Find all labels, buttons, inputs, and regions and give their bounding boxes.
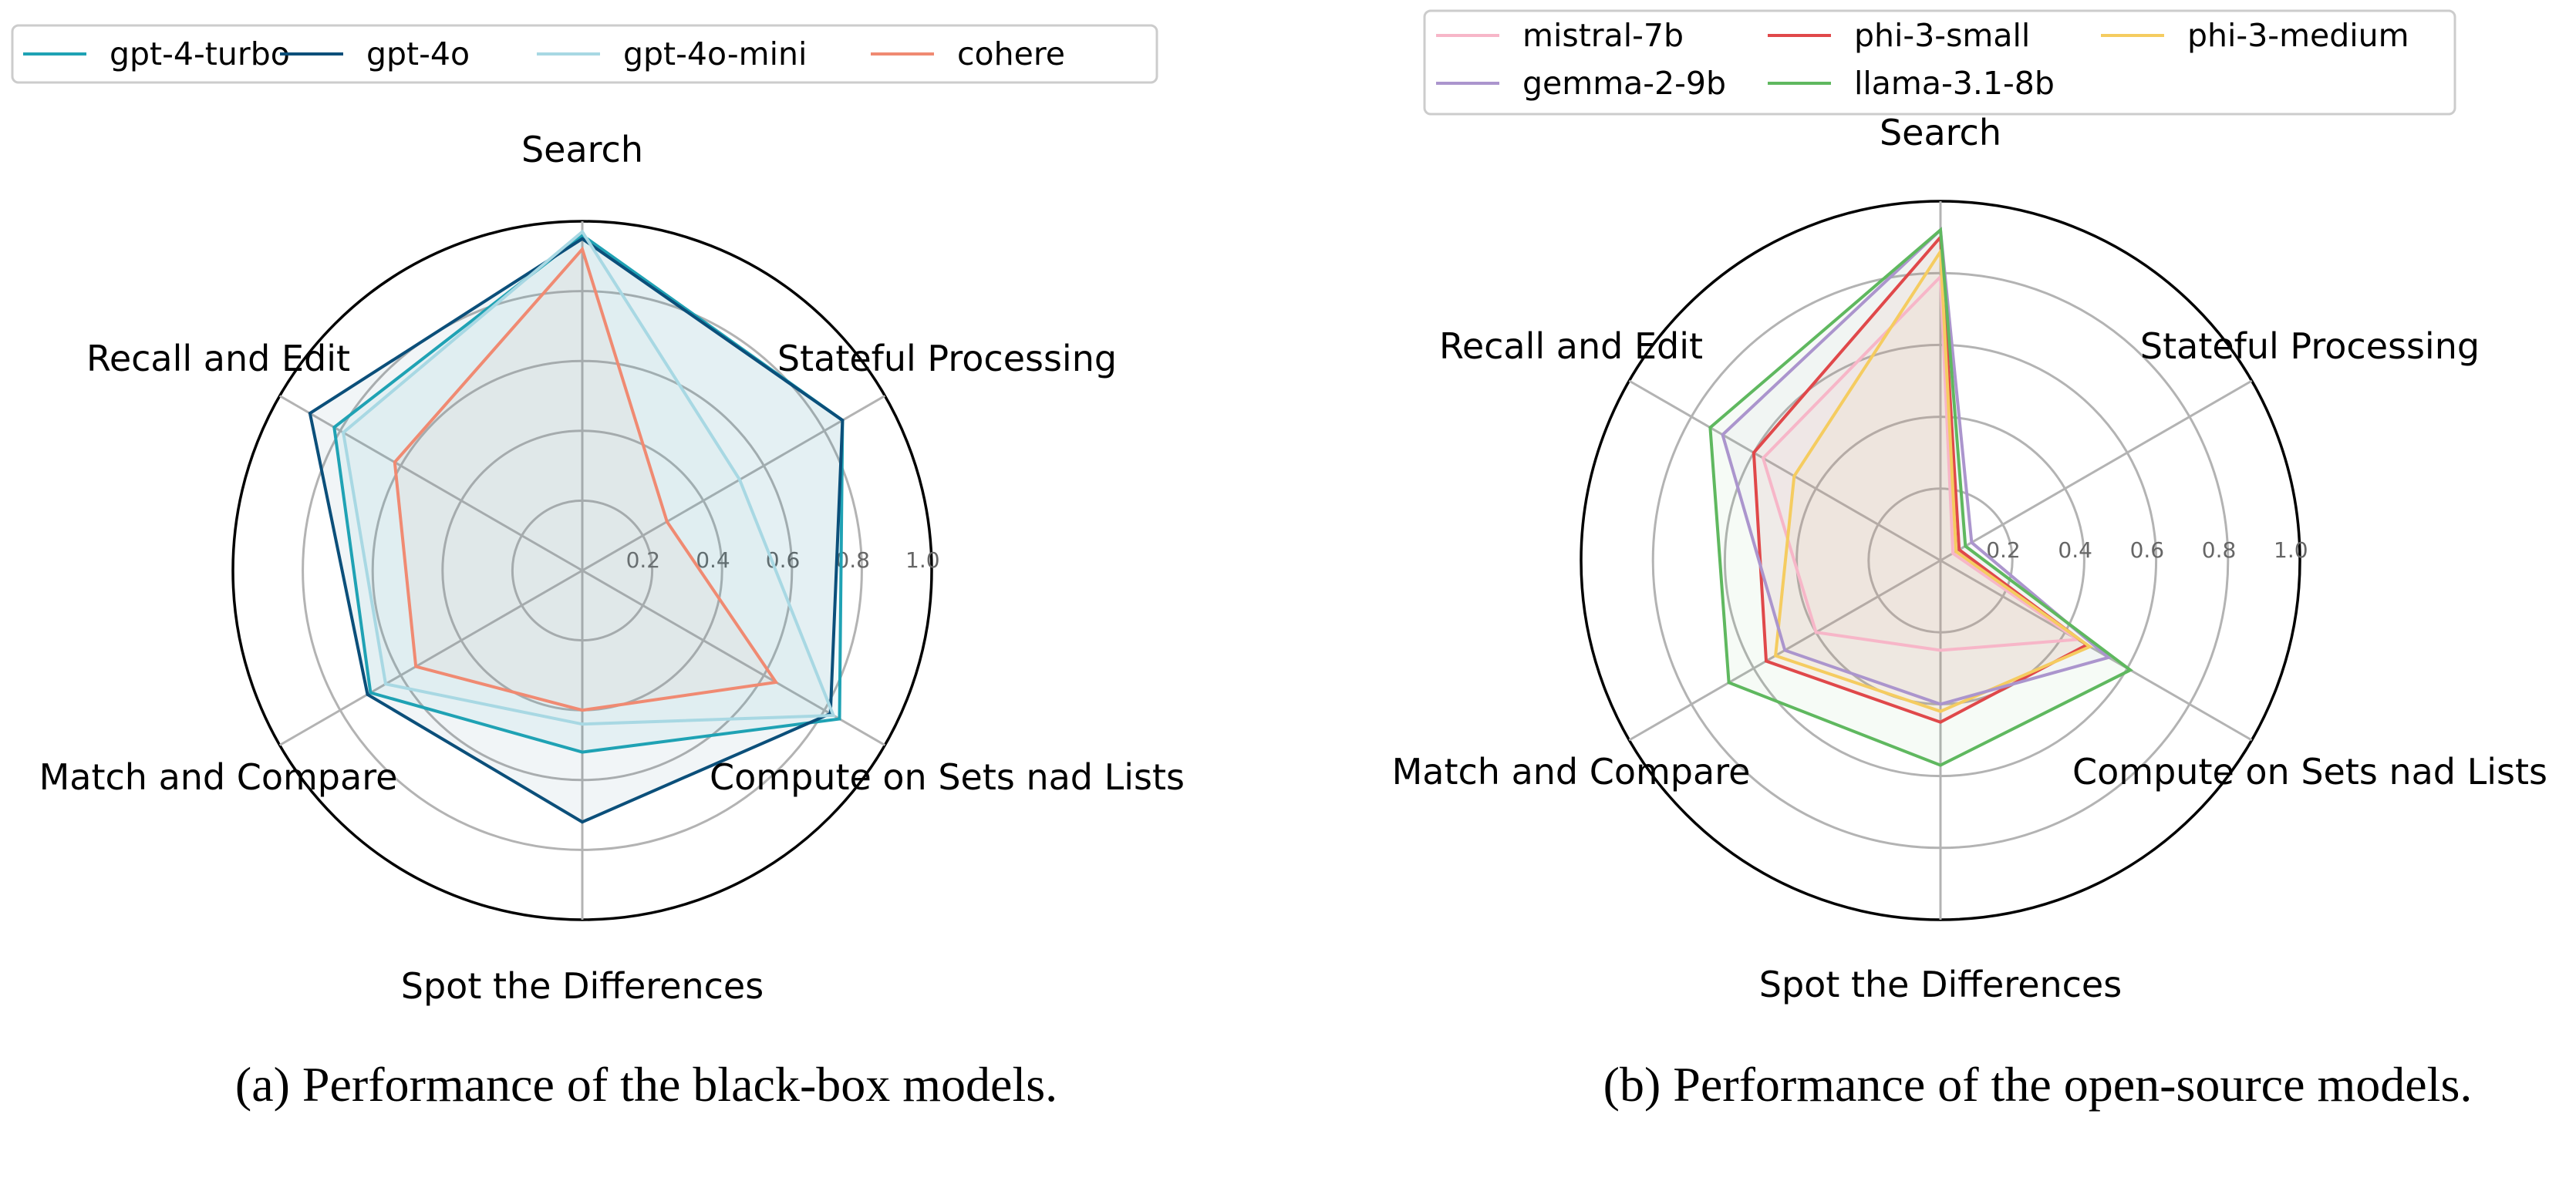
series-fill-mistral-7b bbox=[1763, 276, 2078, 651]
series-fill-gemma-2-9b bbox=[1722, 230, 2109, 705]
series-fill-gpt-4-turbo bbox=[334, 235, 843, 752]
r-tick-label: 0.4 bbox=[2058, 537, 2092, 563]
series-fill-gpt-4o-mini bbox=[343, 231, 834, 725]
axis-label-match-and-compare: Match and Compare bbox=[39, 756, 398, 798]
legend-label-llama-3-1-8b: llama-3.1-8b bbox=[1854, 65, 2055, 102]
radar-chart-black-box: gpt-4-turbo gpt-4o gpt-4o-mini cohere 0.2 0.… bbox=[11, 24, 1185, 1112]
spoke-recall-and-edit bbox=[1628, 379, 1941, 562]
legend-label-gpt-4o-mini: gpt-4o-mini bbox=[623, 35, 807, 72]
legend-label-phi-3-small: phi-3-small bbox=[1854, 17, 2030, 54]
spoke-match-and-compare bbox=[278, 569, 583, 746]
series-line-gpt-4o bbox=[308, 237, 845, 824]
legend-open-source bbox=[1423, 9, 2456, 116]
spoke-compute-on-sets-nad-lists bbox=[1940, 559, 2253, 742]
series-line-phi-3-medium bbox=[1773, 246, 2093, 713]
axis-label-match-and-compare: Match and Compare bbox=[1392, 751, 1751, 793]
axis-label-search: Search bbox=[521, 129, 643, 170]
series-line-cohere bbox=[393, 246, 779, 712]
r-tick-label: 1.0 bbox=[2274, 537, 2308, 563]
axis-label-recall-and-edit: Recall and Edit bbox=[1439, 325, 1703, 367]
series-line-gpt-4o-mini bbox=[341, 229, 836, 726]
series-line-phi-3-small bbox=[1752, 233, 2090, 724]
r-tick-label: 0.6 bbox=[2130, 537, 2165, 563]
legend-label-cohere: cohere bbox=[957, 35, 1065, 72]
axis-label-stateful-processing: Stateful Processing bbox=[777, 338, 1117, 379]
legend-label-gpt-4-turbo: gpt-4-turbo bbox=[110, 35, 290, 72]
radar-series-open-source bbox=[1708, 227, 2133, 767]
spoke-stateful-processing bbox=[582, 395, 886, 572]
series-fill-gpt-4o bbox=[309, 238, 843, 823]
r-tick-label: 0.8 bbox=[2202, 537, 2237, 563]
series-line-gemma-2-9b bbox=[1721, 227, 2112, 706]
r-tick-label: 0.4 bbox=[696, 547, 730, 573]
series-fill-cohere bbox=[394, 249, 777, 711]
r-tick-label: 1.0 bbox=[905, 547, 940, 573]
legend-entries-black-box: gpt-4-turbo gpt-4o gpt-4o-mini cohere bbox=[23, 35, 1065, 72]
series-line-mistral-7b bbox=[1761, 273, 2082, 652]
legend-label-gpt-4o: gpt-4o bbox=[366, 35, 470, 72]
axis-label-stateful-processing: Stateful Processing bbox=[2140, 325, 2480, 367]
axis-label-compute-on-sets-nad-lists: Compute on Sets nad Lists bbox=[2072, 751, 2547, 793]
series-fill-llama-3-1-8b bbox=[1710, 230, 2131, 766]
caption-open-source: (b) Performance of the open-source model… bbox=[1603, 1057, 2473, 1112]
legend-label-phi-3-medium: phi-3-medium bbox=[2187, 17, 2409, 54]
axis-label-spot-the-differences: Spot the Differences bbox=[401, 965, 764, 1007]
legend-label-gemma-2-9b: gemma-2-9b bbox=[1522, 65, 1726, 102]
axis-label-search: Search bbox=[1880, 112, 2001, 153]
caption-black-box: (a) Performance of the black-box models. bbox=[235, 1057, 1057, 1112]
axis-label-spot-the-differences: Spot the Differences bbox=[1759, 964, 2122, 1005]
radar-chart-open-source: mistral-7b phi-3-small phi-3-medium gemma-2… bbox=[1392, 9, 2547, 1112]
spoke-stateful-processing bbox=[1940, 379, 2253, 562]
series-fill-phi-3-medium bbox=[1775, 251, 2090, 712]
r-tick-label: 0.2 bbox=[626, 547, 661, 573]
radar-series-black-box bbox=[308, 229, 845, 824]
legend-label-mistral-7b: mistral-7b bbox=[1522, 17, 1684, 54]
axis-label-recall-and-edit: Recall and Edit bbox=[86, 338, 350, 379]
spoke-recall-and-edit bbox=[278, 395, 583, 572]
axis-label-compute-on-sets-nad-lists: Compute on Sets nad Lists bbox=[710, 756, 1185, 798]
legend-entries-open-source: mistral-7b phi-3-small phi-3-medium gemma-2… bbox=[1436, 17, 2409, 102]
series-line-llama-3-1-8b bbox=[1708, 227, 2133, 767]
